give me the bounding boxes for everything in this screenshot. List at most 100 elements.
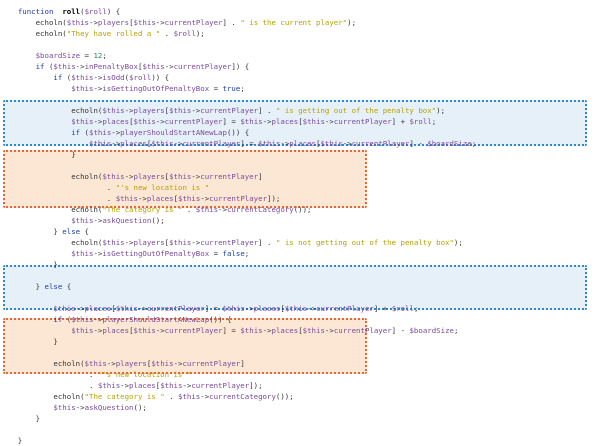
code-line[interactable]: $boardSize = 12; (0, 50, 600, 61)
code-token: currentPlayer (173, 62, 232, 71)
duplicate-block-highlight-2 (3, 150, 367, 208)
code-token: ] = (204, 304, 223, 313)
code-line[interactable]: } (0, 149, 600, 160)
code-token: ()) { (209, 315, 232, 324)
code-line[interactable]: $this->isGettingOutOfPenaltyBox = false; (0, 248, 600, 259)
code-token: -> (200, 194, 210, 203)
code-line[interactable]: . $this->places[$this->currentPlayer]); (0, 193, 600, 204)
code-token: -> (191, 106, 201, 115)
code-line[interactable]: } (0, 259, 600, 270)
code-token: [ (298, 117, 303, 126)
code-line[interactable]: echoln($this->players[$this->currentPlay… (0, 105, 600, 116)
code-line[interactable]: } (0, 336, 600, 347)
code-token: ] = (222, 326, 241, 335)
code-token: currentPlayer (200, 172, 259, 181)
code-line[interactable]: . "'s new location is " (0, 182, 600, 193)
code-line[interactable]: echoln($this->players[$this->currentPlay… (0, 358, 600, 369)
code-token: function (17, 7, 54, 16)
code-line[interactable]: if ($this->isOdd($roll)) { (0, 72, 600, 83)
code-line[interactable]: } else { (0, 226, 600, 237)
code-line[interactable]: echoln("The category is " . $this->curre… (0, 391, 600, 402)
code-line[interactable] (0, 347, 600, 358)
code-token: -> (124, 106, 134, 115)
code-token: ; (431, 117, 437, 126)
code-token: $this (71, 117, 94, 126)
code-token: -> (124, 172, 134, 181)
code-line[interactable]: $this->askQuestion(); (0, 215, 600, 226)
code-token: " is the current player" (240, 18, 348, 27)
code-token: -> (75, 403, 85, 412)
code-line[interactable]: $this->places[$this->currentPlayer] = $t… (0, 303, 600, 314)
code-token: ; (453, 326, 459, 335)
code-line[interactable]: function roll($roll) { (0, 6, 600, 17)
code-token: ()); (293, 205, 312, 214)
code-token: -> (155, 117, 165, 126)
code-token: ()) { (226, 128, 250, 137)
code-token: -> (111, 139, 121, 148)
code-line[interactable]: } else { (0, 281, 600, 292)
code-line[interactable]: $this->places[$this->currentPlayer] = $t… (0, 325, 600, 336)
code-line[interactable]: if ($this->inPenaltyBox[$this->currentPl… (0, 61, 600, 72)
code-line[interactable] (0, 424, 600, 435)
code-line[interactable]: $this->places[$this->currentPlayer] = $t… (0, 116, 600, 127)
code-token: askQuestion (102, 216, 152, 225)
code-line[interactable]: if ($this->playerShouldStartANewLap()) { (0, 314, 600, 325)
code-line[interactable] (0, 94, 600, 105)
code-token: $this (222, 304, 245, 313)
code-line[interactable]: echoln($this->players[$this->currentPlay… (0, 17, 600, 28)
code-line[interactable]: echoln($this->players[$this->currentPlay… (0, 171, 600, 182)
code-token: $this (89, 128, 112, 137)
code-token: $this (169, 106, 192, 115)
code-token: $boardSize (35, 51, 81, 60)
code-token: -> (191, 172, 201, 181)
code-token: -> (89, 18, 98, 27)
code-line[interactable]: echoln($this->players[$this->currentPlay… (0, 237, 600, 248)
code-line[interactable]: $this->isGettingOutOfPenaltyBox = true; (0, 83, 600, 94)
code-token: isOdd (102, 73, 125, 82)
code-token: ; (244, 249, 250, 258)
code-token: ()); (275, 392, 294, 401)
code-token: -> (93, 216, 103, 225)
code-token: } (0, 260, 58, 269)
code-token: [ (129, 326, 134, 335)
code-token (0, 7, 18, 16)
code-token: currentPlayer (164, 117, 223, 126)
code-token: { (62, 282, 72, 291)
code-line[interactable]: echoln("They have rolled a " . $roll); (0, 28, 600, 39)
code-token: ] + (373, 304, 392, 313)
code-token (0, 304, 53, 313)
code-token: ] . (258, 238, 276, 247)
code-token: echoln( (0, 392, 85, 401)
code-line[interactable]: if ($this->playerShouldStartANewLap()) { (0, 127, 600, 138)
code-line[interactable]: . $this->places[$this->currentPlayer]); (0, 380, 600, 391)
code-line[interactable] (0, 160, 600, 171)
code-line[interactable] (0, 270, 600, 281)
code-token: . (0, 194, 116, 203)
code-line[interactable]: } (0, 413, 600, 424)
code-lines: function roll($roll) { echoln($this->pla… (0, 6, 600, 446)
code-token: echoln( (0, 172, 103, 181)
code-token: ; (102, 51, 107, 60)
code-line[interactable]: $this->places[$this->currentPlayer] = $t… (0, 138, 600, 149)
code-line[interactable]: . "'s new location is " (0, 369, 600, 380)
code-line[interactable] (0, 39, 600, 50)
code-line[interactable]: echoln("The category is " . $this->curre… (0, 204, 600, 215)
code-token: currentPlayer (200, 106, 259, 115)
code-token: if (71, 128, 81, 137)
code-token: currentCategory (226, 205, 294, 214)
code-token: [ (164, 106, 170, 115)
code-token: ) { (106, 7, 121, 16)
code-token: $this (169, 172, 192, 181)
code-token: $this (53, 304, 76, 313)
code-token: = (209, 249, 223, 258)
code-line[interactable]: } (0, 435, 600, 446)
code-token: -> (106, 359, 116, 368)
code-token: -> (93, 249, 103, 258)
code-token: players (133, 172, 165, 181)
code-token: ); (195, 29, 205, 38)
code-token: $this (133, 117, 156, 126)
code-token: (); (151, 216, 165, 225)
code-line[interactable] (0, 292, 600, 303)
code-line[interactable]: $this->askQuestion(); (0, 402, 600, 413)
